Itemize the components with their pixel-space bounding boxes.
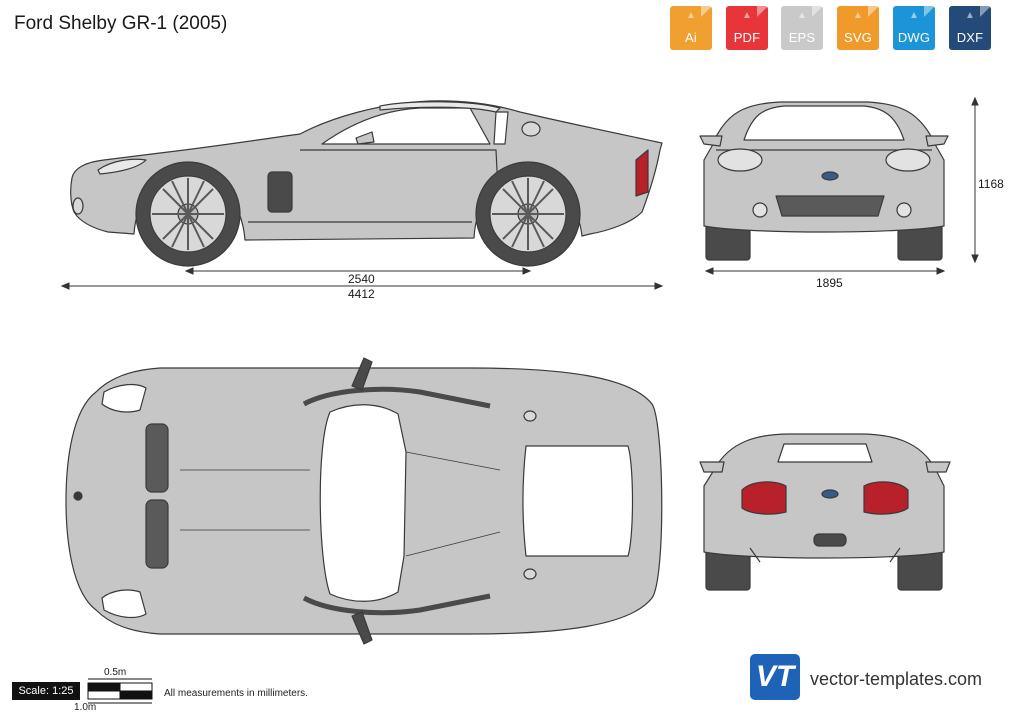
front-dimensions [704, 96, 979, 275]
scale-bar [87, 678, 153, 704]
top-windshield [319, 404, 407, 602]
rear-left-mirror [699, 461, 725, 473]
front-left-headlight [717, 148, 763, 172]
rear-view [699, 433, 951, 591]
side-front-wheel [135, 161, 241, 267]
scale-full-label: 1.0m [74, 702, 97, 713]
front-view [699, 101, 949, 261]
front-right-mirror [925, 135, 949, 147]
rear-diffuser [749, 547, 901, 563]
front-badge [821, 171, 839, 181]
eps-file-icon: ▲ [797, 10, 807, 21]
side-view [70, 100, 663, 267]
side-dimensions [60, 267, 664, 290]
dwg-file-icon: ▲ [909, 10, 919, 21]
height-label: 1168 [978, 177, 1004, 191]
front-right-foglamp [896, 202, 912, 218]
side-taillight [635, 149, 649, 197]
top-left-headlight [101, 383, 147, 413]
top-view [65, 357, 663, 645]
top-right-hood-vent [145, 499, 169, 569]
top-left-mirror [351, 357, 373, 391]
rear-window [777, 443, 873, 463]
file-fold-icon [980, 6, 991, 17]
site-link[interactable]: vector-templates.com [810, 669, 983, 689]
format-badge-svg[interactable]: ▲ SVG [837, 6, 879, 50]
top-spine-lines [180, 451, 501, 557]
file-fold-icon [924, 6, 935, 17]
front-right-headlight [885, 148, 931, 172]
side-vent [267, 171, 293, 213]
top-left-hood-vent [145, 423, 169, 493]
file-fold-icon [812, 6, 823, 17]
length-label: 4412 [348, 287, 375, 301]
format-badge-ai[interactable]: ▲ Ai [670, 6, 712, 50]
top-right-headlight [101, 589, 147, 619]
rear-badge [821, 489, 839, 499]
rear-left-taillight [741, 481, 787, 515]
front-left-foglamp [752, 202, 768, 218]
ai-file-icon: ▲ [686, 10, 696, 21]
top-right-mirror [351, 611, 373, 645]
file-fold-icon [868, 6, 879, 17]
width-label: 1895 [816, 276, 843, 290]
side-fuel-cap [521, 121, 541, 137]
side-rear-window [493, 111, 509, 145]
top-left-fuel-cap [523, 410, 537, 422]
front-left-mirror [699, 135, 723, 147]
side-rear-wheel [475, 161, 581, 267]
side-headlight [97, 158, 147, 175]
side-front-bumper-lamp [72, 197, 84, 215]
dxf-file-icon: ▲ [965, 10, 975, 21]
vt-logo[interactable]: VT [750, 654, 800, 700]
format-badge-pdf[interactable]: ▲ PDF [726, 6, 768, 50]
side-mirror [355, 131, 375, 145]
format-badge-dxf[interactable]: ▲ DXF [949, 6, 991, 50]
format-badge-eps[interactable]: ▲ EPS [781, 6, 823, 50]
rear-right-taillight [863, 481, 909, 515]
front-grille [775, 195, 885, 217]
scale-label: Scale: 1:25 [12, 682, 80, 700]
pdf-file-icon: ▲ [742, 10, 752, 21]
scale-half-label: 0.5m [104, 667, 127, 678]
format-badge-dwg[interactable]: ▲ DWG [893, 6, 935, 50]
rear-exhaust [813, 533, 847, 547]
page-title: Ford Shelby GR-1 (2005) [14, 13, 228, 34]
side-rear-glass [379, 101, 501, 113]
file-fold-icon [701, 6, 712, 17]
top-right-fuel-cap [523, 568, 537, 580]
svg-file-icon: ▲ [853, 10, 863, 21]
wheelbase-label: 2540 [348, 272, 375, 286]
top-rear-glass [522, 445, 634, 557]
top-front-badge [73, 491, 83, 501]
measurement-note: All measurements in millimeters. [164, 688, 308, 699]
rear-right-mirror [925, 461, 951, 473]
front-windshield [743, 105, 905, 141]
file-fold-icon [757, 6, 768, 17]
